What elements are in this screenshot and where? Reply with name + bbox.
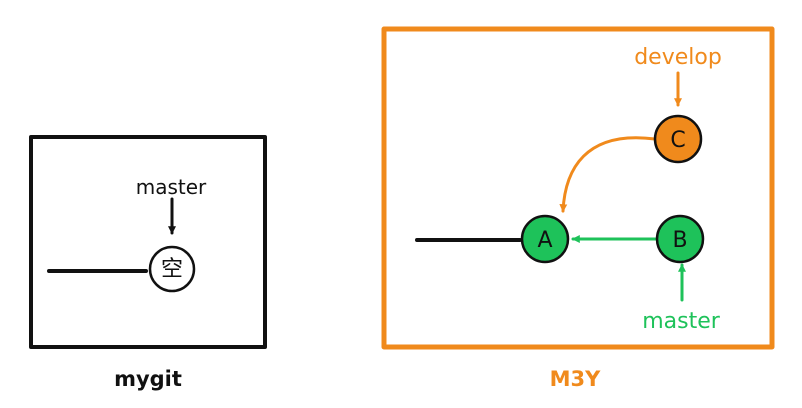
m3y-frame	[381, 26, 775, 350]
develop-label: develop	[634, 45, 722, 70]
commit-node-c	[653, 114, 703, 164]
commit-node-b-label: B	[672, 228, 687, 253]
c-to-a-arrow	[559, 136, 657, 213]
commit-node-a-label: A	[537, 228, 552, 253]
m3y-caption: M3Y	[550, 367, 602, 391]
mygit-empty-node-label: 空	[161, 257, 183, 282]
master-label: master	[642, 309, 721, 334]
mygit-frame	[29, 135, 267, 349]
mygit-master-label: master	[136, 175, 207, 199]
commit-node-b	[655, 214, 705, 264]
mygit-caption: mygit	[114, 367, 182, 391]
commit-node-c-label: C	[670, 128, 685, 153]
m3y-panel: develop master C A B M3Y	[381, 26, 775, 391]
mygit-panel: master 空 mygit	[29, 135, 267, 391]
mygit-empty-node	[148, 245, 196, 293]
commit-node-a	[520, 214, 570, 264]
